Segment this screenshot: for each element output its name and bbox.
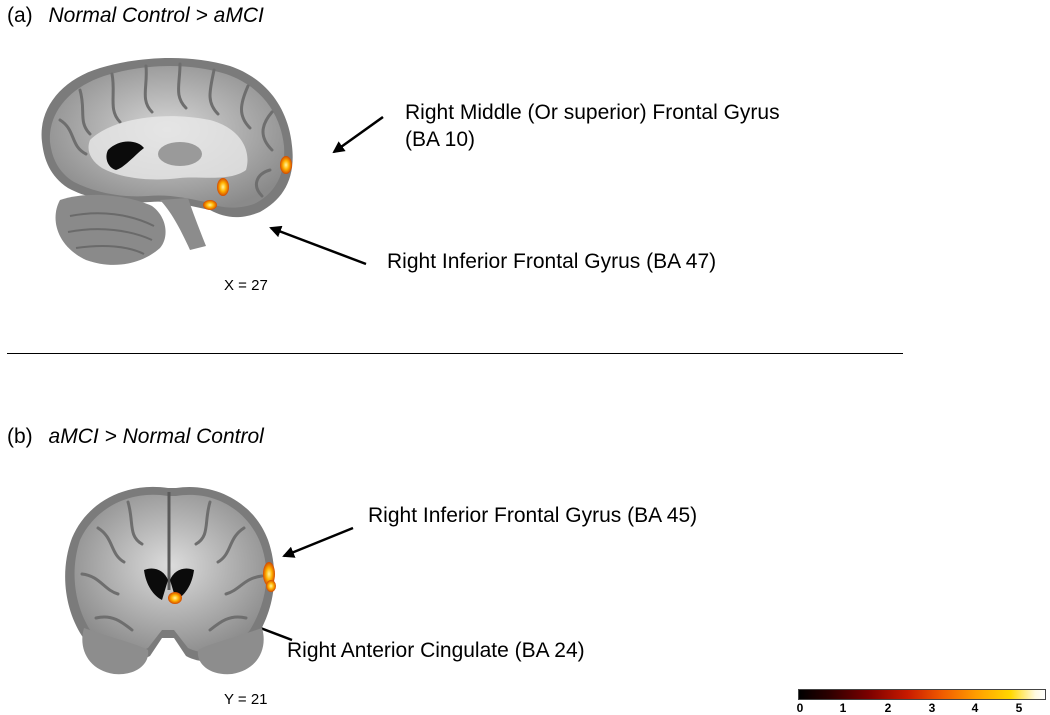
panel-b-label: (b) aMCI > Normal Control [7,425,264,449]
annotation-a1-line1: Right Middle (Or superior) Frontal Gyrus [405,101,780,124]
colorbar-gradient [798,689,1046,700]
arrow-a2 [269,225,367,266]
annotation-a1: Right Middle (Or superior) Frontal Gyrus… [405,99,780,153]
colorbar-tick-0: 0 [796,701,804,715]
slice-label-y: Y = 21 [224,691,268,708]
annotation-b2-line1: Right Anterior Cingulate (BA 24) [287,639,585,662]
panel-a-letter: (a) [7,4,33,27]
arrow-a1 [332,115,384,154]
annotation-b1: Right Inferior Frontal Gyrus (BA 45) [368,502,697,529]
sagittal-brain-slice [41,57,293,265]
annotation-b1-line1: Right Inferior Frontal Gyrus (BA 45) [368,504,698,527]
panel-a-contrast: Normal Control > aMCI [48,4,264,27]
coronal-brain-slice [65,486,276,675]
annotation-b2: Right Anterior Cingulate (BA 24) [287,637,585,664]
panel-b-contrast: aMCI > Normal Control [48,425,264,448]
colorbar: 0 1 2 3 4 5 [796,685,1046,715]
colorbar-tick-4: 4 [971,701,979,715]
colorbar-tick-1: 1 [839,701,847,715]
annotation-a2-line1: Right Inferior Frontal Gyrus (BA 47) [387,250,717,273]
panel-divider [7,353,903,354]
colorbar-tick-5: 5 [1015,701,1023,715]
colorbar-tick-3: 3 [928,701,936,715]
annotation-a1-line2: (BA 10) [405,128,476,151]
arrow-b1 [282,526,354,558]
slice-label-x: X = 27 [224,277,268,294]
annotation-a2: Right Inferior Frontal Gyrus (BA 47) [387,248,716,275]
colorbar-tick-2: 2 [884,701,892,715]
panel-b-letter: (b) [7,425,33,448]
panel-a-label: (a) Normal Control > aMCI [7,4,264,28]
